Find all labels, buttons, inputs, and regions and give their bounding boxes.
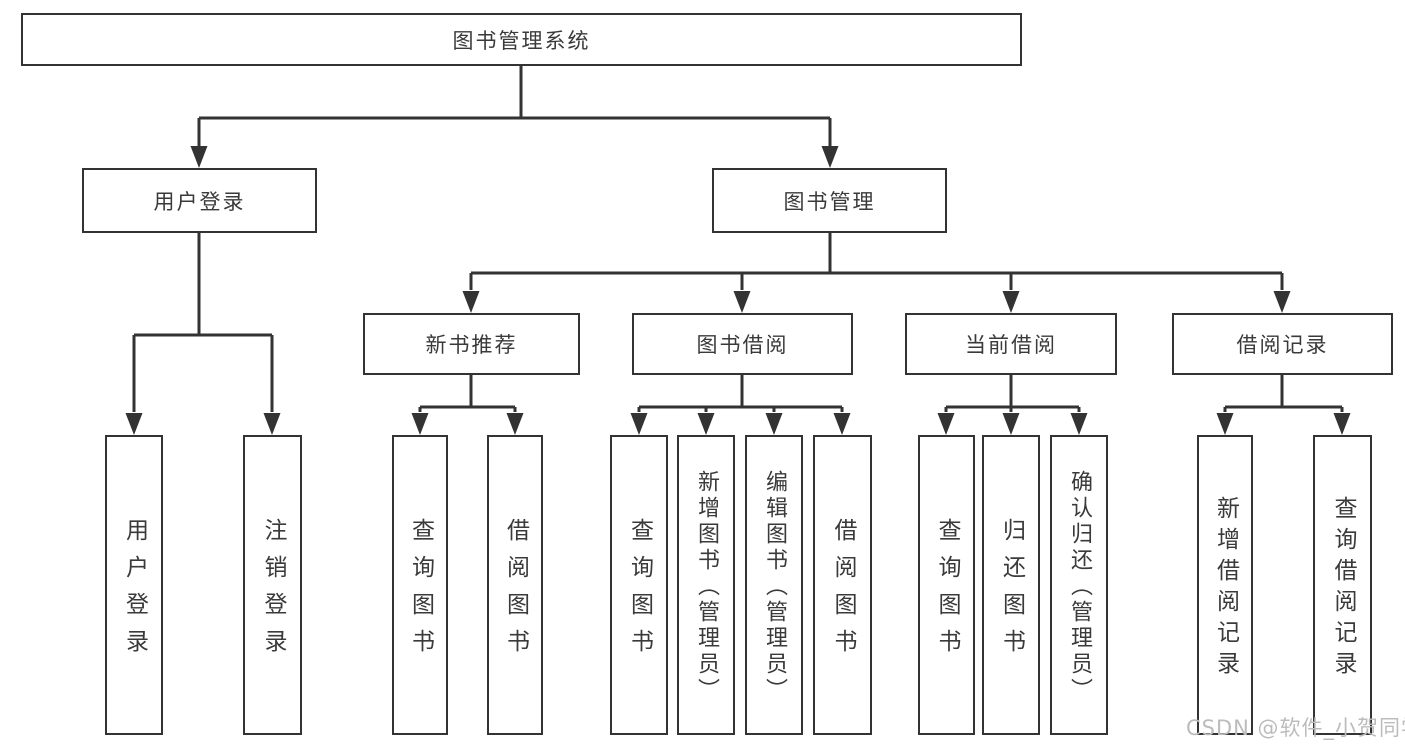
node-root-system: 图书管理系统 bbox=[21, 13, 1022, 66]
leaf-label: 确认归还（管理员） bbox=[1067, 470, 1092, 704]
node-current-borrow: 当前借阅 bbox=[905, 313, 1117, 375]
leaf-label: 查询借阅记录 bbox=[1330, 496, 1356, 682]
node-label: 借阅记录 bbox=[1236, 333, 1329, 357]
node-label: 用户登录 bbox=[153, 189, 246, 214]
leaf-label: 新增图书（管理员） bbox=[694, 470, 719, 704]
node-label: 图书管理系统 bbox=[452, 28, 591, 53]
node-label: 图书管理 bbox=[783, 189, 876, 214]
leaf-label: 编辑图书（管理员） bbox=[762, 470, 787, 704]
leaf-user-login: 用户登录 bbox=[105, 435, 163, 735]
leaf-add-borrow-record: 新增借阅记录 bbox=[1197, 435, 1253, 735]
leaf-label: 新增借阅记录 bbox=[1212, 496, 1239, 682]
leaf-query-books-current: 查询图书 bbox=[918, 435, 975, 735]
arrowheads bbox=[125, 146, 1351, 435]
node-new-book-recommend: 新书推荐 bbox=[363, 313, 580, 375]
leaf-query-books-recommend: 查询图书 bbox=[392, 435, 448, 735]
leaf-borrow-books-recommend: 借阅图书 bbox=[487, 435, 543, 735]
leaf-confirm-return-admin: 确认归还（管理员） bbox=[1050, 435, 1108, 735]
leaf-label: 查询图书 bbox=[934, 518, 960, 666]
leaf-logout: 注销登录 bbox=[243, 435, 302, 735]
leaf-add-books-admin: 新增图书（管理员） bbox=[677, 435, 735, 735]
leaf-label: 借阅图书 bbox=[502, 518, 529, 666]
leaf-return-books: 归还图书 bbox=[982, 435, 1040, 735]
node-borrow-records: 借阅记录 bbox=[1172, 313, 1393, 375]
leaf-label: 用户登录 bbox=[121, 518, 148, 666]
node-label: 当前借阅 bbox=[965, 333, 1057, 357]
leaf-label: 归还图书 bbox=[998, 518, 1025, 666]
leaf-label: 注销登录 bbox=[260, 518, 286, 666]
node-user-login-branch: 用户登录 bbox=[82, 168, 317, 233]
leaf-label: 借阅图书 bbox=[830, 518, 856, 666]
leaf-edit-books-admin: 编辑图书（管理员） bbox=[745, 435, 803, 735]
leaf-query-books-borrow: 查询图书 bbox=[610, 435, 668, 735]
node-label: 新书推荐 bbox=[425, 333, 518, 357]
leaf-borrow-books: 借阅图书 bbox=[813, 435, 872, 735]
csdn-watermark: CSDN @软件_小贺同学 bbox=[1186, 716, 1405, 740]
leaf-query-borrow-record: 查询借阅记录 bbox=[1313, 435, 1372, 735]
leaf-label: 查询图书 bbox=[626, 518, 653, 666]
leaf-label: 查询图书 bbox=[407, 518, 434, 666]
node-book-borrow: 图书借阅 bbox=[632, 313, 853, 375]
node-label: 图书借阅 bbox=[696, 333, 789, 357]
node-book-management-branch: 图书管理 bbox=[712, 168, 947, 233]
